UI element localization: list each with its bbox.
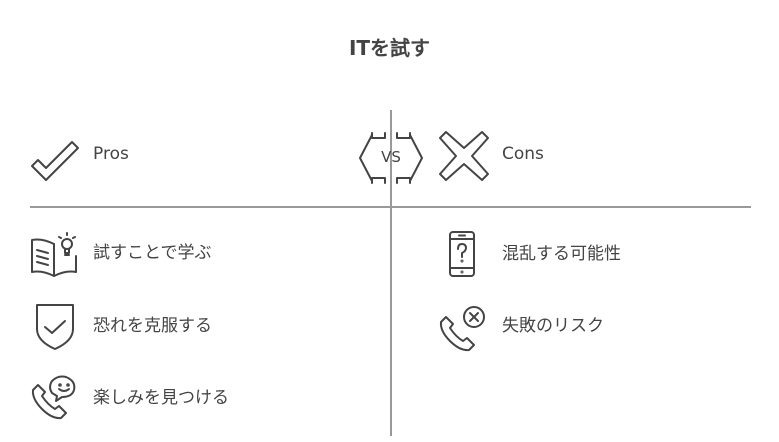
horizontal-divider: [30, 206, 751, 208]
cons-label: Cons: [502, 144, 544, 164]
shield-check-icon: [36, 304, 74, 350]
vs-label: VS: [381, 148, 401, 166]
phone-x-icon: [439, 306, 485, 352]
pros-item-1: 試すことで学ぶ: [93, 243, 212, 263]
cons-item-2: 失敗のリスク: [502, 316, 604, 336]
phone-smiley-icon: [31, 375, 76, 420]
book-lightbulb-icon: [31, 232, 77, 277]
checkmark-icon: [31, 141, 79, 181]
pros-item-2: 恐れを克服する: [93, 316, 212, 336]
x-icon: [439, 131, 489, 181]
phone-question-icon: [449, 231, 475, 277]
page-title: ITを試す: [348, 36, 431, 60]
pros-item-3: 楽しみを見つける: [93, 388, 229, 408]
pros-label: Pros: [93, 144, 129, 164]
vs-icon: [359, 132, 423, 184]
cons-item-1: 混乱する可能性: [502, 244, 621, 264]
vertical-divider: [390, 110, 392, 436]
